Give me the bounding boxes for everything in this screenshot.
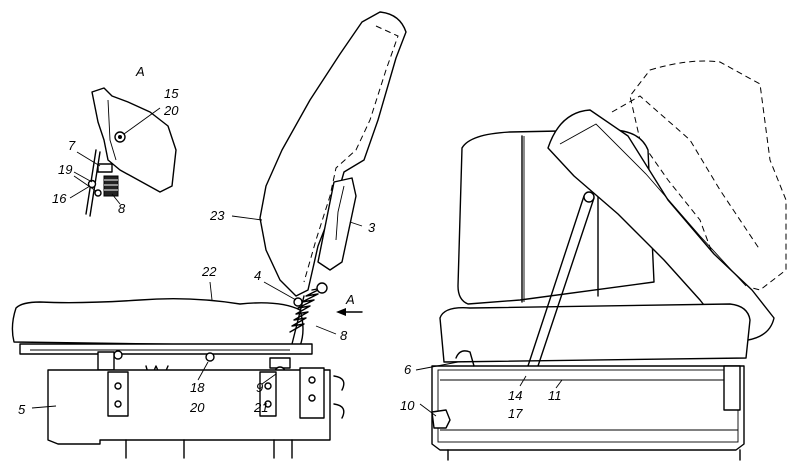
callout-19: 19	[58, 162, 72, 177]
callout-15: 15	[164, 86, 179, 101]
base-5	[47, 369, 331, 445]
callout-18: 18	[190, 380, 205, 395]
view-arrow-a	[336, 308, 346, 316]
callout-20-detail: 20	[163, 103, 179, 118]
seat-cushion-22	[11, 297, 304, 347]
tension-spring-8	[289, 282, 328, 333]
callout-21: 21	[253, 400, 268, 415]
callout-9: 9	[256, 380, 263, 395]
callout-3: 3	[368, 220, 376, 235]
bracket-7	[97, 163, 113, 173]
callout-23: 23	[209, 208, 225, 223]
arrow-label-a: A	[345, 292, 355, 307]
callout-16: 16	[52, 191, 67, 206]
callout-11: 11	[548, 388, 562, 403]
callout-20: 20	[189, 400, 205, 415]
backrest-23	[259, 11, 407, 297]
handle-10	[431, 409, 451, 429]
spring-8-detail	[103, 175, 119, 197]
base-front	[431, 365, 745, 451]
callout-4: 4	[254, 268, 261, 283]
callout-8: 8	[340, 328, 348, 343]
callout-8-detail: 8	[118, 201, 126, 216]
bolt-18	[205, 352, 215, 362]
seat-cushion-front	[439, 303, 751, 363]
callout-10: 10	[400, 398, 415, 413]
seat-side-view	[11, 11, 407, 459]
callout-17: 17	[508, 406, 523, 421]
callout-7: 7	[68, 138, 76, 153]
seat-front-view	[415, 60, 787, 461]
callout-22: 22	[201, 264, 217, 279]
detail-view-a	[69, 87, 177, 217]
callout-14: 14	[508, 388, 522, 403]
callout-6: 6	[404, 362, 412, 377]
callout-5: 5	[18, 402, 26, 417]
view-label-a: A	[135, 64, 145, 79]
